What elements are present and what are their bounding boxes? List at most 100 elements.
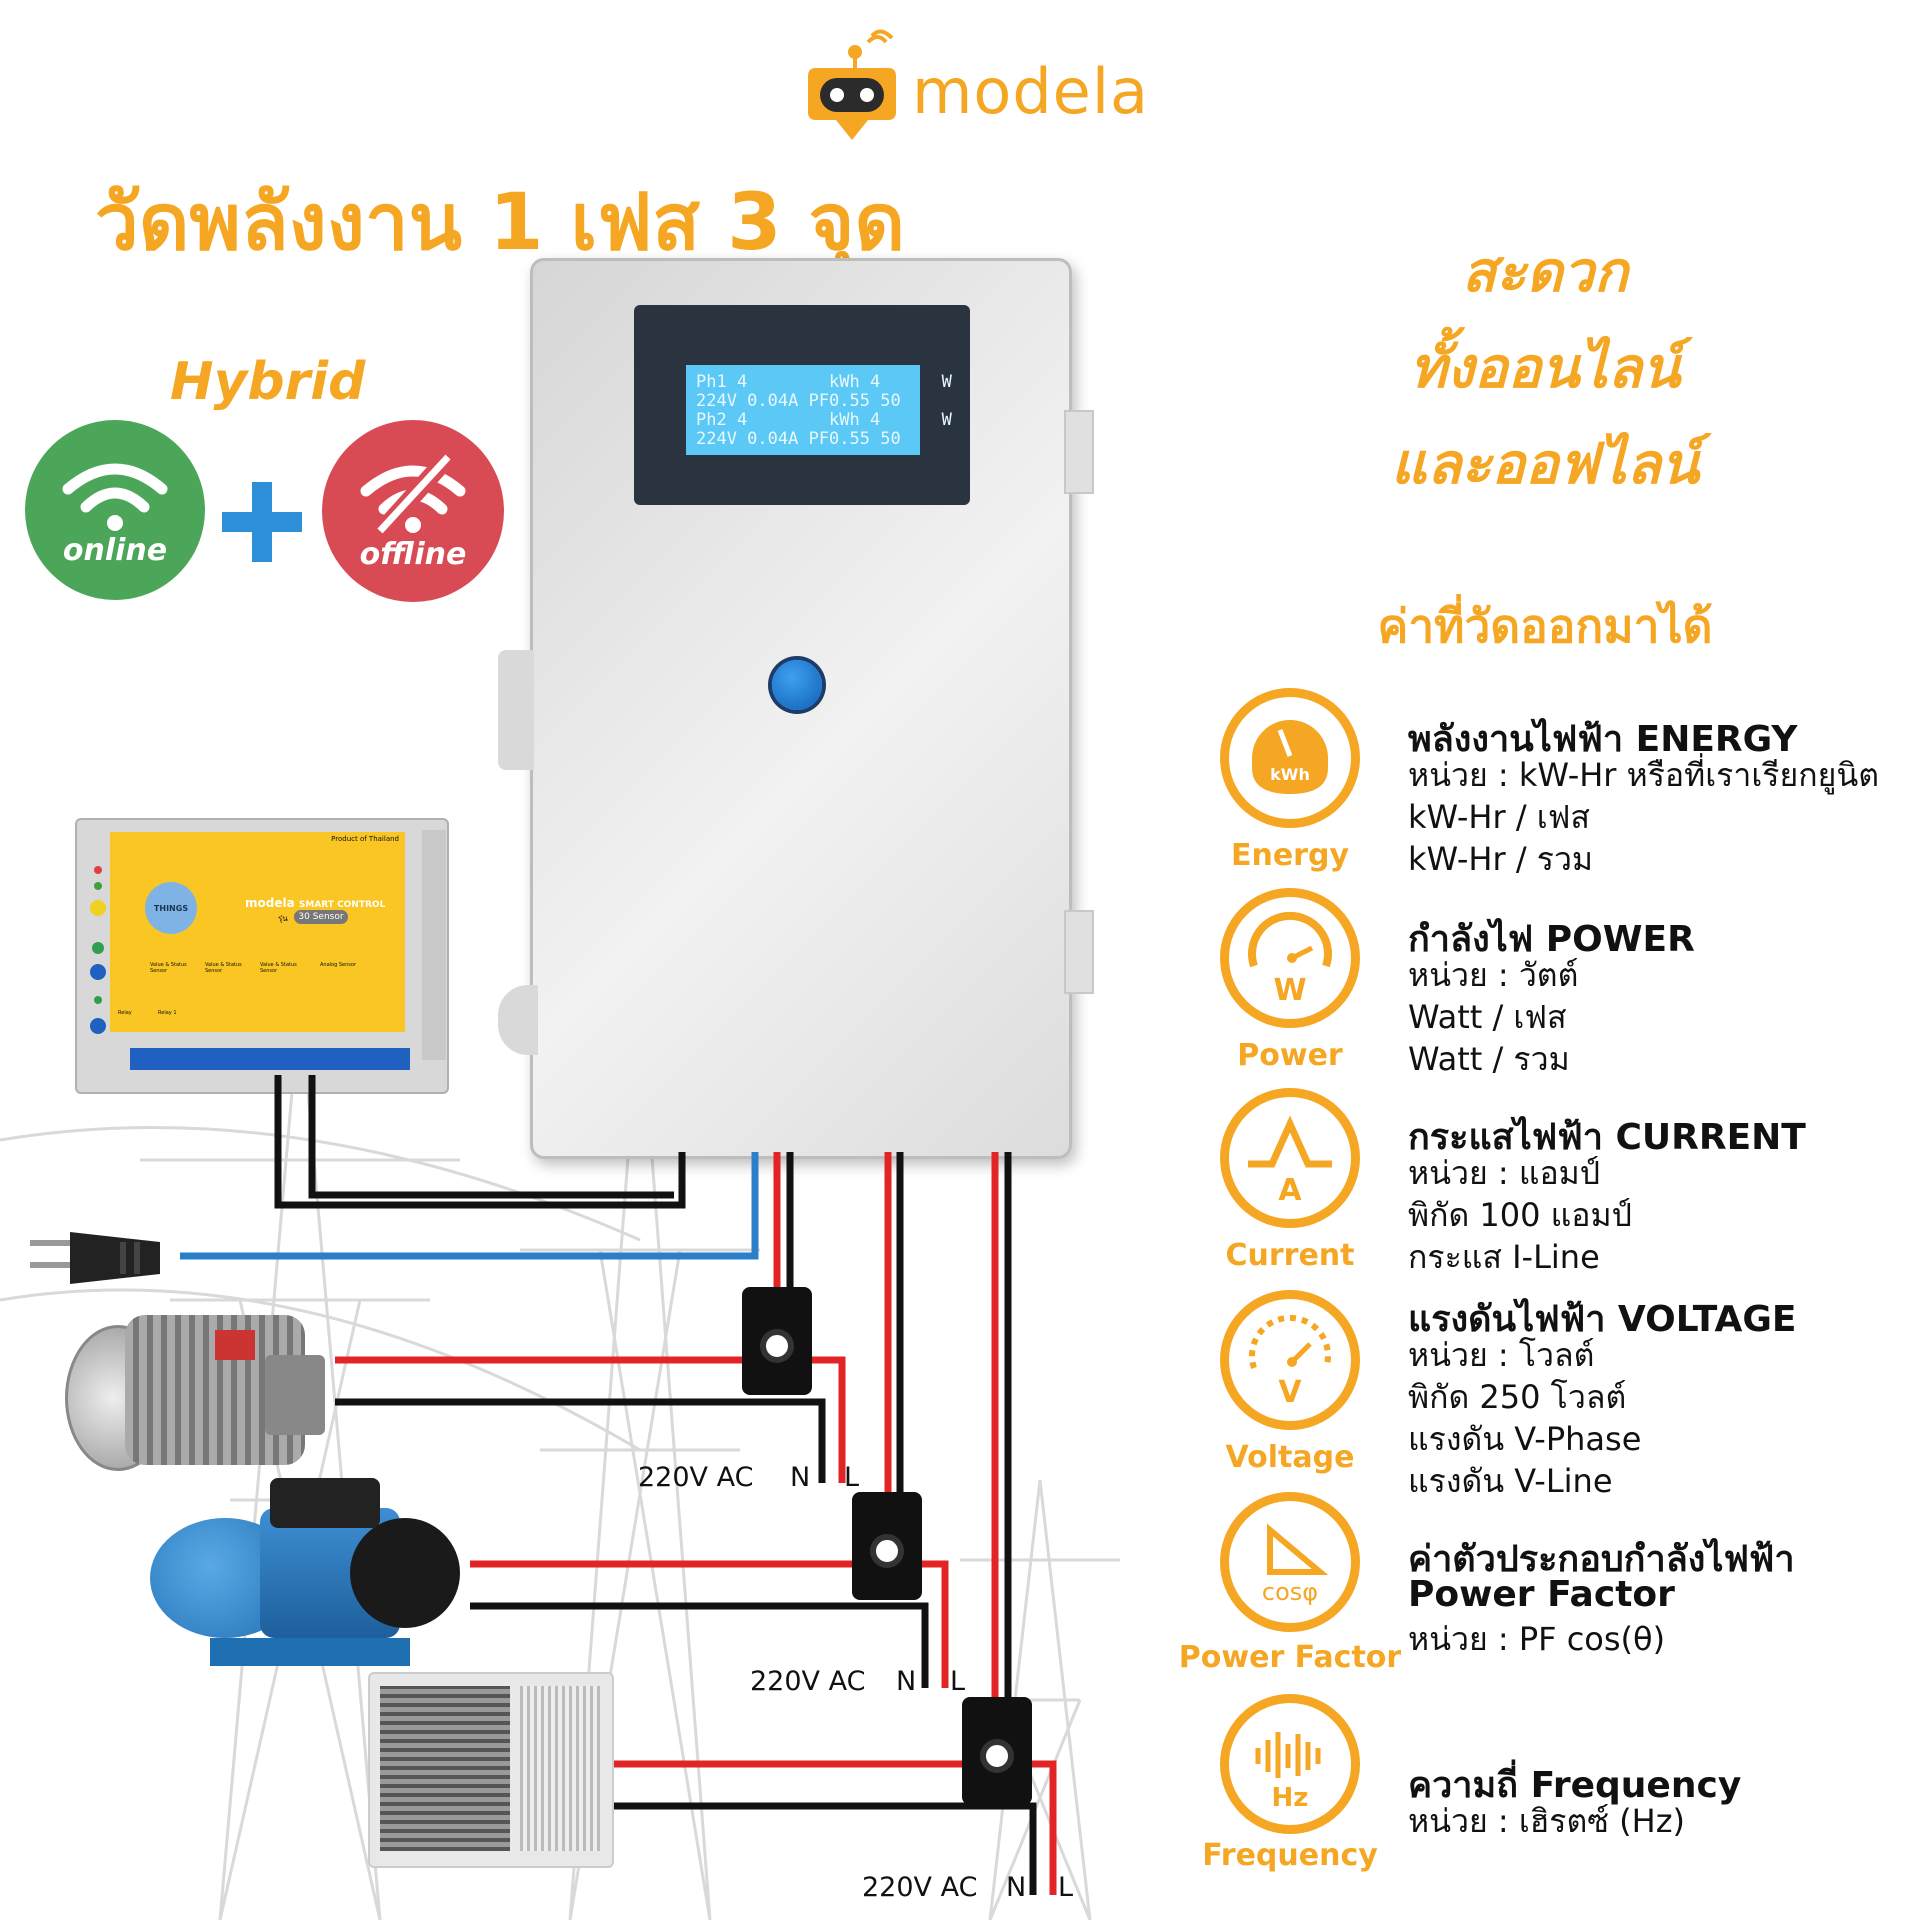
ct-clamp-1 (742, 1287, 812, 1395)
feature-lines-frequency: หน่วย : เฮิรตซ์ (Hz) (1408, 1800, 1685, 1842)
feature-line: Watt / เฟส (1408, 998, 1567, 1036)
controller-label-panel: Product of Thailand THINGS modela SMART … (110, 832, 405, 1032)
line-label-2: L (950, 1666, 966, 1697)
iot-things-icon: THINGS (145, 882, 197, 934)
enclosure-hinge-top (1064, 410, 1094, 494)
wifi-icon (62, 463, 168, 531)
ac-label-1: 220V AC (638, 1462, 754, 1493)
feature-line: แรงดัน V-Line (1408, 1462, 1613, 1500)
feature-line: หน่วย : วัตต์ (1408, 956, 1579, 994)
robot-mascot-icon (808, 29, 896, 140)
electric-motor (65, 1305, 335, 1475)
feature-line: หน่วย : โวลต์ (1408, 1336, 1595, 1374)
ac-label-3: 220V AC (862, 1872, 978, 1903)
controller-product-line: SMART CONTROL (298, 900, 386, 910)
feature-head2-power-factor: Power Factor (1408, 1574, 1675, 1615)
controller-brand-name: modela (245, 896, 295, 910)
neutral-label-3: N (1006, 1872, 1027, 1903)
controller-leds (88, 860, 108, 1044)
air-cooler (368, 1672, 614, 1868)
feature-head-frequency: ความถี่ Frequency (1408, 1765, 1742, 1806)
ac-label-2: 220V AC (750, 1666, 866, 1697)
neutral-label-2: N (896, 1666, 917, 1697)
enclosure-hinge-bottom (1064, 910, 1094, 994)
push-button[interactable] (772, 660, 822, 710)
things-label: THINGS (153, 903, 189, 913)
controller-model: 30 Sensor (294, 910, 348, 924)
enclosure-bracket (498, 650, 534, 770)
page-title: วัดพลังงาน 1 เฟส 3 จุด (95, 178, 905, 268)
controller-origin: Product of Thailand (331, 835, 399, 843)
sensor-label-2: Value & Status Sensor (205, 962, 242, 974)
brand-name: modela (912, 55, 1150, 128)
feature-line: kW-Hr / เฟส (1408, 798, 1590, 836)
feature-lines-power: หน่วย : วัตต์ Watt / เฟส Watt / รวม (1408, 954, 1578, 1080)
frequency-icon: Hz (1220, 1694, 1360, 1834)
sensor-label-3: Value & Status Sensor (260, 962, 297, 974)
energy-meter-icon: kWh (1220, 688, 1360, 828)
current-icon: A (1220, 1088, 1360, 1228)
feature-head-energy: พลังงานไฟฟ้า ENERGY (1408, 719, 1798, 760)
lcd-line-4: 224V 0.04A PF0.55 50 (696, 429, 901, 449)
controller-model-prefix: รุ่น (278, 914, 288, 923)
neutral-label-1: N (790, 1462, 811, 1493)
lcd-line-2: 224V 0.04A PF0.55 50 (696, 391, 901, 411)
ct-clamp-3 (962, 1697, 1032, 1805)
offline-badge: offline (322, 420, 504, 602)
feature-line: หน่วย : เฮิรตซ์ (Hz) (1408, 1802, 1685, 1840)
tagline-line-3: และออฟไลน์ (1390, 432, 1700, 497)
feature-line: หน่วย : kW-Hr หรือที่เราเรียกยูนิต (1408, 756, 1879, 794)
feature-label-power-factor: Power Factor (1178, 1640, 1402, 1675)
voltage-icon-text: V (1278, 1375, 1302, 1410)
online-badge: online (25, 420, 205, 600)
controller-side-rail (422, 830, 446, 1060)
feature-label-energy: Energy (1230, 838, 1350, 873)
feature-label-current: Current (1225, 1238, 1355, 1273)
feature-line: พิกัด 100 แอมป์ (1408, 1196, 1632, 1234)
feature-label-frequency: Frequency (1202, 1838, 1378, 1873)
voltage-gauge-icon: V (1220, 1290, 1360, 1430)
sensor-label-4: Analog Sensor (320, 962, 357, 968)
current-icon-text: A (1278, 1173, 1302, 1208)
feature-lines-voltage: หน่วย : โวลต์ พิกัด 250 โวลต์ แรงดัน V-P… (1408, 1334, 1641, 1502)
water-pump (150, 1478, 470, 1668)
feature-label-power: Power (1237, 1038, 1343, 1073)
feature-line: แรงดัน V-Phase (1408, 1420, 1642, 1458)
power-factor-icon: cosφ (1220, 1492, 1360, 1632)
feature-line: หน่วย : PF cos(θ) (1408, 1620, 1666, 1658)
offline-label: offline (359, 536, 467, 572)
line-label-1: L (844, 1462, 860, 1493)
plus-icon (222, 482, 302, 566)
tagline: สะดวก ทั้งออนไลน์ และออฟไลน์ (1285, 225, 1805, 513)
feature-lines-energy: หน่วย : kW-Hr หรือที่เราเรียกยูนิต kW-Hr… (1408, 754, 1879, 880)
online-label: online (62, 532, 168, 568)
hybrid-label: Hybrid (170, 352, 366, 412)
enclosure-mount-hole (498, 985, 538, 1055)
power-icon-text: W (1273, 973, 1306, 1008)
feature-head-power: กำลังไฟ POWER (1408, 919, 1695, 960)
measurable-values-title: ค่าที่วัดออกมาได้ (1377, 599, 1713, 653)
frequency-icon-text: Hz (1272, 1783, 1309, 1813)
feature-head-current: กระแสไฟฟ้า CURRENT (1408, 1117, 1806, 1158)
relay-label-1: Relay (118, 1010, 132, 1016)
feature-lines-current: หน่วย : แอมป์ พิกัด 100 แอมป์ กระแส I-Li… (1408, 1152, 1632, 1278)
feature-lines-power-factor: หน่วย : PF cos(θ) (1408, 1618, 1665, 1660)
power-gauge-icon: W (1220, 888, 1360, 1028)
controller-brand: modela SMART CONTROL (245, 896, 385, 910)
feature-line: พิกัด 250 โวลต์ (1408, 1378, 1627, 1416)
terminal-block (130, 1048, 410, 1070)
ct-clamp-2 (852, 1492, 922, 1600)
relay-label-2: Relay 1 (158, 1010, 177, 1016)
line-label-3: L (1058, 1872, 1074, 1903)
sensor-label-1: Value & Status Sensor (150, 962, 187, 974)
wifi-off-icon (360, 450, 466, 537)
feature-line: Watt / รวม (1408, 1040, 1570, 1078)
power-factor-icon-text: cosφ (1262, 1578, 1318, 1606)
feature-line: กระแส I-Line (1408, 1238, 1600, 1276)
tagline-line-2: ทั้งออนไลน์ (1409, 336, 1681, 401)
feature-line: kW-Hr / รวม (1408, 840, 1594, 878)
energy-icon-text: kWh (1270, 765, 1310, 784)
